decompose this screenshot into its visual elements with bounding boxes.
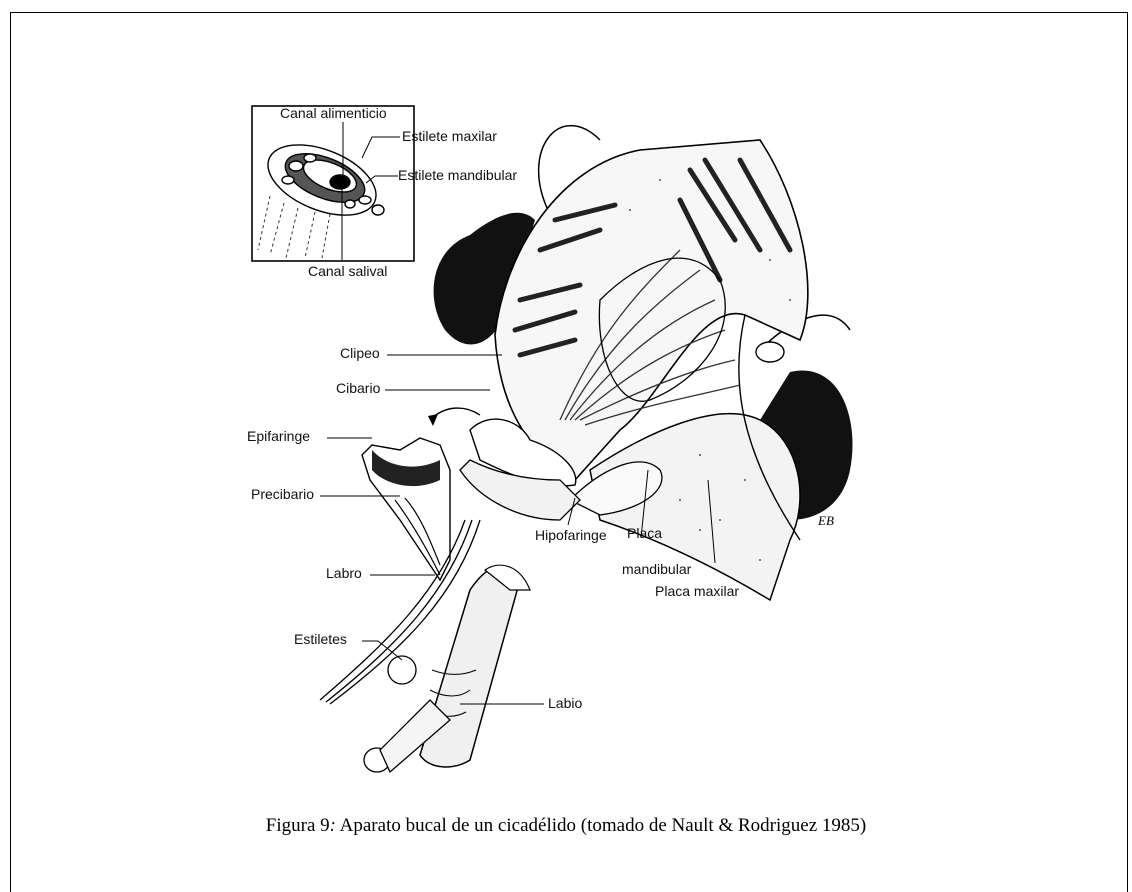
artist-signature: EB bbox=[817, 513, 834, 528]
label-clipeo: Clipeo bbox=[340, 345, 380, 361]
label-hipofaringe: Hipofaringe bbox=[535, 527, 607, 543]
label-estilete-maxilar: Estilete maxilar bbox=[402, 128, 497, 144]
label-cibario: Cibario bbox=[336, 380, 381, 396]
label-precibario: Precibario bbox=[251, 486, 314, 502]
label-canal-alimenticio: Canal alimenticio bbox=[280, 105, 387, 121]
figure-caption: Figura 9: Aparato bucal de un cicadélido… bbox=[0, 815, 1132, 837]
label-canal-salival: Canal salival bbox=[308, 263, 387, 279]
caption-prefix: Figura 9 bbox=[266, 815, 330, 836]
label-epifaringe: Epifaringe bbox=[247, 428, 310, 444]
label-placa-maxilar: Placa maxilar bbox=[655, 583, 739, 599]
label-estiletes: Estiletes bbox=[294, 631, 347, 647]
label-labro: Labro bbox=[326, 565, 362, 581]
label-estilete-mandibular: Estilete mandibular bbox=[398, 167, 517, 183]
label-placa-mandibular-line1: Placa bbox=[627, 525, 662, 541]
label-placa-mandibular-line2: mandibular bbox=[622, 561, 692, 577]
caption-text: Aparato bucal de un cicadélido (tomado d… bbox=[336, 815, 866, 836]
label-labio: Labio bbox=[548, 695, 582, 711]
